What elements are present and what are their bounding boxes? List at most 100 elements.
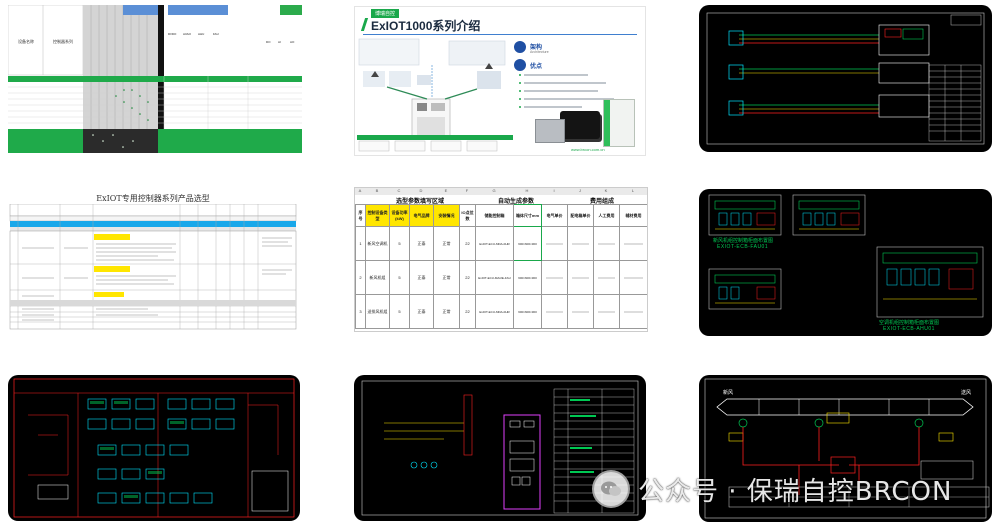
col-header: 箱体尺寸mm [513, 204, 542, 227]
cell [593, 260, 620, 295]
intro-footer-url: www.brcon.com.cn [571, 147, 605, 152]
svg-text:AI: AI [278, 40, 281, 44]
tile-product-list[interactable]: ExIOT专用控制器系列产品选型 [8, 192, 298, 338]
cabinet-label-ahu-code: EXIOT-ECB-AHU01 [883, 326, 935, 332]
tile-param-table[interactable]: A B C D E F G H I J K L 选型参数填写区域 自动生成参数 … [354, 187, 648, 332]
param-table: 序号 控制设备类型 设备功率(kW) 电气品牌 安装情况 IO点位数 储能控制箱… [355, 204, 647, 329]
cell: 正泰 [409, 294, 434, 329]
col-header: 电气单价 [541, 204, 568, 227]
cabinet-label-fau-code: EXIOT-ECB-FAU01 [717, 244, 769, 250]
cell: 正常 [433, 294, 460, 329]
cell: 3 [355, 294, 366, 329]
col-letter: F [465, 188, 469, 193]
param-group-header-input: 选型参数填写区域 [395, 199, 444, 205]
intro-architecture-diagram [357, 38, 513, 152]
svg-text:DI/DO: DI/DO [168, 32, 177, 36]
col-letter: L [631, 188, 635, 193]
tile-cad-cabinet-layout[interactable]: 新风机组控制箱柜面布置图 EXIOT-ECB-FAU01 空调机组控制箱柜面布置… [699, 189, 992, 336]
col-header: 人工费用 [593, 204, 620, 227]
intro-advantage-lines [519, 74, 614, 108]
intro-section-architecture-sub: Architecture [530, 50, 549, 54]
cell: 22 [459, 260, 476, 295]
col-header: 安装情况 [433, 204, 460, 227]
col-letter: D [419, 188, 423, 193]
architecture-icon [514, 41, 526, 53]
cell: ExIOT-ECU-MDA-0HR [475, 226, 514, 261]
cad-controller-graphic [361, 380, 639, 516]
param-group-header-cost: 费用组成 [589, 199, 614, 205]
cell: 5 [389, 294, 410, 329]
cell: 送排风机组 [365, 294, 390, 329]
cell [541, 260, 568, 295]
cell [619, 294, 647, 329]
col-header: 储能控制箱 [475, 204, 514, 227]
cell [567, 226, 594, 261]
label-new-air: 新风 [723, 390, 734, 396]
cell [567, 260, 594, 295]
cell [541, 226, 568, 261]
cell: 22 [459, 294, 476, 329]
intro-title: ExIOT1000系列介绍 [371, 19, 481, 33]
cell: 新风机组 [365, 260, 390, 295]
product-cabinet-white [603, 99, 635, 147]
cell: ExIOT-ECU-MDA-0HR [475, 294, 514, 329]
cad-air-handling-graphic [704, 378, 990, 519]
tile-cad-controller-panel[interactable] [354, 375, 646, 521]
col-letter: I [553, 188, 555, 193]
col-letter: G [492, 188, 496, 193]
cell [593, 294, 620, 329]
table-row[interactable]: 2 新风机组 5 正泰 正常 22 ExIOT-ECU-MA/2E-FAU 60… [355, 260, 647, 295]
svg-text:AHU: AHU [198, 32, 204, 36]
tile-cad-air-handling[interactable]: 新风 送风 [699, 375, 992, 522]
svg-text:AO: AO [290, 40, 295, 44]
cell [619, 260, 647, 295]
intro-title-accent [360, 18, 369, 31]
table-row[interactable]: 1 新风空调机 5 正泰 正常 22 ExIOT-ECU-MDA-0HR 600… [355, 226, 647, 261]
cabinet-label-fau: 新风机组控制箱柜面布置图 [713, 238, 774, 244]
col-header: 序号 [355, 204, 366, 227]
tile-exiot-intro[interactable]: 博瑞自控 ExIOT1000系列介绍 架构 Architecture 优点 [354, 6, 646, 156]
col-letter: K [604, 188, 608, 193]
param-col-letters: A B C D E F G H I J K L [355, 188, 647, 195]
advantages-icon [514, 59, 526, 71]
cell: 新风空调机 [365, 226, 390, 261]
cell: 正常 [433, 226, 460, 261]
intro-badge: 博瑞自控 [371, 9, 400, 18]
cell [567, 294, 594, 329]
svg-text:设备名称: 设备名称 [18, 38, 34, 44]
col-header: 设备功率(kW) [389, 204, 410, 227]
col-letter: J [579, 188, 581, 193]
col-header: 辅材费用 [619, 204, 647, 227]
cell: 5 [389, 226, 410, 261]
col-header: 控制设备类型 [365, 204, 390, 227]
product-list-table [9, 204, 297, 330]
cell: 5 [389, 260, 410, 295]
cell: 正泰 [409, 260, 434, 295]
cabinet-label-ahu: 空调机组控制箱柜面布置图 [879, 320, 940, 326]
cad-wiring-top-graphic [706, 12, 985, 145]
cell: 正泰 [409, 226, 434, 261]
cell [619, 226, 647, 261]
tile-cad-system-overview[interactable] [8, 375, 300, 521]
product-controller-black [560, 111, 600, 139]
col-letter: H [525, 188, 529, 193]
intro-section-architecture: 架构 [530, 45, 543, 51]
product-module-grey [535, 119, 565, 143]
cell: 600×600×300 [513, 226, 542, 261]
cell [593, 226, 620, 261]
svg-text:DO: DO [266, 40, 271, 44]
table-row[interactable]: 3 送排风机组 5 正泰 正常 22 ExIOT-ECU-MDA-0HR 600… [355, 294, 647, 329]
cell: 2 [355, 260, 366, 295]
cell: 正常 [433, 260, 460, 295]
col-header: IO点位数 [459, 204, 476, 227]
svg-text:AI/AO: AI/AO [183, 32, 192, 36]
cell: 600×600×300 [513, 260, 542, 295]
intro-section-advantages: 优点 [530, 64, 543, 70]
col-header: 电气品牌 [409, 204, 434, 227]
cell: 1 [355, 226, 366, 261]
intro-title-rule [363, 34, 637, 35]
tile-cad-wiring-top[interactable] [699, 5, 992, 152]
param-group-header-auto: 自动生成参数 [497, 199, 534, 205]
